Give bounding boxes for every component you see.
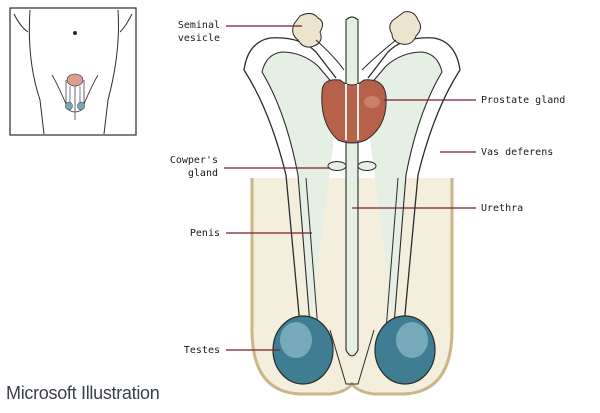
label-vas-deferens: Vas deferens xyxy=(481,147,553,158)
vas-deferens-left-inner xyxy=(261,51,341,326)
prostate-gland-shape xyxy=(321,79,387,144)
vas-deferens-left-outer xyxy=(243,37,337,326)
cowpers-gland-left xyxy=(327,161,347,171)
ejaculatory-duct-left xyxy=(315,39,345,71)
label-seminal-vesicle-line1: Seminal xyxy=(178,20,220,31)
inset-left-groin xyxy=(51,74,67,105)
label-prostate-gland: Prostate gland xyxy=(481,95,565,106)
label-cowpers-gland-line1: Cowper's xyxy=(170,155,218,166)
penis-right-edge xyxy=(385,177,399,331)
prostate-urethra-pass xyxy=(345,84,359,140)
inset-left-arm xyxy=(13,13,29,33)
inset-navel xyxy=(73,31,77,35)
caption: Microsoft Illustration xyxy=(6,383,160,403)
testis-left-highlight xyxy=(280,322,312,358)
vas-deferens-right-inner xyxy=(363,51,443,326)
seminal-vesicle-right xyxy=(389,11,422,45)
label-penis: Penis xyxy=(190,228,220,239)
label-urethra: Urethra xyxy=(481,203,523,214)
inset-right-arm xyxy=(119,13,133,33)
cowpers-gland-right xyxy=(357,161,377,171)
seminal-vesicle-left xyxy=(292,12,324,48)
inset-left-hip xyxy=(28,9,45,135)
testis-right-highlight xyxy=(396,322,428,358)
inset-body-figure xyxy=(9,7,137,136)
label-cowpers-gland-line2: gland xyxy=(188,168,218,179)
prostate-highlight xyxy=(364,96,380,108)
inset-frame xyxy=(9,7,137,136)
label-seminal-vesicle-line2: vesicle xyxy=(178,33,220,44)
inset-mini-organs xyxy=(65,73,85,120)
inset-right-hip xyxy=(103,9,119,135)
inset-right-groin xyxy=(83,74,99,105)
ejaculatory-duct-right xyxy=(361,39,397,71)
label-testes: Testes xyxy=(184,345,220,356)
penis-left-edge xyxy=(305,177,319,331)
penis-tip-outline xyxy=(329,329,375,385)
urethra-tube xyxy=(345,16,359,357)
